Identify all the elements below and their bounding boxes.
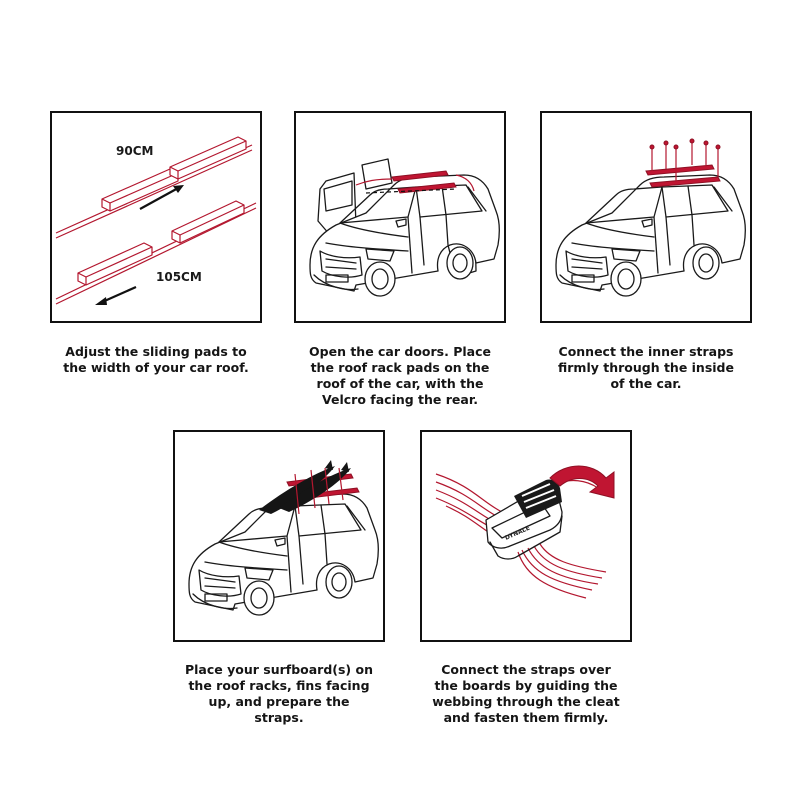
- step-2-panel: [294, 111, 506, 323]
- step-3-panel: [540, 111, 752, 323]
- step-1-caption: Adjust the sliding pads to the width of …: [63, 344, 249, 375]
- surfboards-on-roof-illustration: [188, 460, 379, 616]
- width-label-short: 90CM: [116, 144, 153, 158]
- width-label-long: 105CM: [156, 270, 202, 284]
- step-1-panel: 90CM 105CM: [50, 111, 262, 323]
- step-3-caption: Connect the inner straps firmly through …: [557, 344, 734, 391]
- cleat-fastening-illustration: DYNALE: [435, 465, 615, 599]
- sliding-pads-illustration: 90CM 105CM: [55, 136, 257, 305]
- step-5-panel: DYNALE: [420, 430, 632, 642]
- step-4-caption: Place your surfboard(s) on the roof rack…: [184, 662, 373, 725]
- step-4-panel: [173, 430, 385, 642]
- inner-straps-illustration: [555, 138, 746, 297]
- step-5-caption: Connect the straps over the boards by gu…: [432, 662, 620, 725]
- step-2-caption: Open the car doors. Place the roof rack …: [309, 344, 491, 407]
- car-doors-open-illustration: [309, 158, 500, 297]
